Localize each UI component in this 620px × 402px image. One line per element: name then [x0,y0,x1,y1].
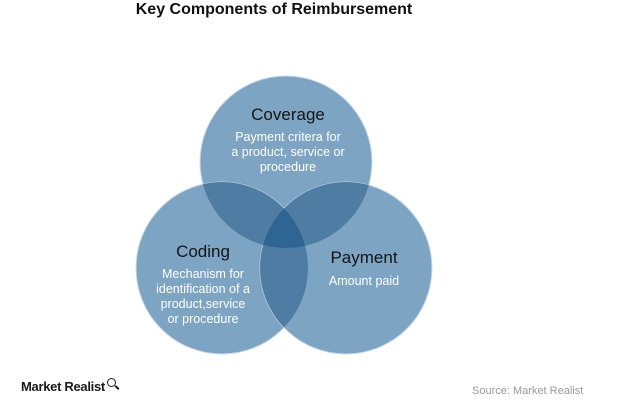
coding-label-group: Coding Mechanism for identification of a… [156,242,250,326]
payment-label-group: Payment Amount paid [329,248,399,288]
payment-description-line-1: Amount paid [329,274,399,288]
coverage-description-line-2: a product, service or [231,145,344,159]
coding-description-line-3: product,service [161,297,246,311]
coverage-payment-overlap [260,182,372,248]
magnifier-icon [106,378,116,387]
market-realist-logo: Market Realist [21,378,116,394]
coding-description-line-2: identification of a [156,282,250,296]
coverage-heading: Coverage [251,105,325,124]
logo-text: Market Realist [21,379,105,394]
coverage-description-line-3: procedure [260,160,316,174]
source-note: Source: Market Realist [472,385,584,397]
diagram-title: Key Components of Reimbursement [135,1,413,18]
coding-heading: Coding [176,242,230,261]
coding-description-line-1: Mechanism for [162,267,244,281]
coverage-coding-overlap [200,182,308,248]
coverage-description-line-1: Payment critera for [235,130,341,144]
coding-description-line-4: or procedure [168,312,239,326]
payment-heading: Payment [330,248,397,267]
coverage-label-group: Coverage Payment critera for a product, … [231,105,344,174]
